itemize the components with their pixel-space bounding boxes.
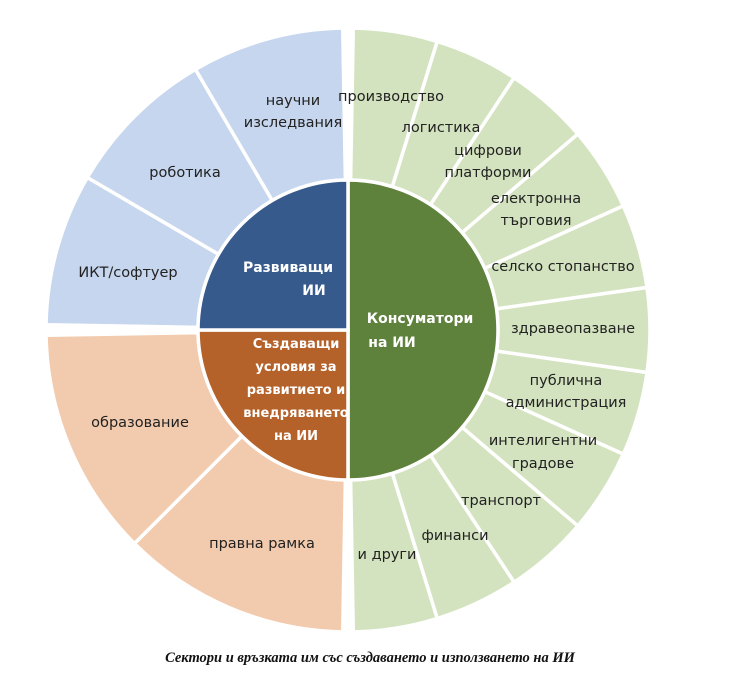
label-platforms-1: цифрови (454, 143, 522, 159)
label-developing-2: ИИ (302, 283, 325, 299)
label-enablers-1: Създаващи (253, 337, 340, 352)
label-smart-cities-1: интелигентни (489, 433, 597, 449)
label-enablers-4: внедряването (243, 406, 349, 421)
label-enablers-3: развитието и (247, 383, 346, 398)
label-legal: правна рамка (209, 536, 315, 552)
label-healthcare: здравеопазване (511, 321, 635, 337)
outer-ring (44, 26, 652, 634)
label-others: и други (358, 547, 417, 563)
label-developing-1: Развиващи (243, 260, 333, 276)
inner-ring (196, 178, 500, 482)
label-enablers-5: на ИИ (274, 429, 318, 444)
inner-labels: Развиващи ИИ Консуматори на ИИ Създаващи… (243, 260, 473, 444)
label-education: образование (91, 415, 189, 431)
label-logistics: логистика (402, 120, 481, 136)
label-platforms-2: платформи (445, 165, 532, 181)
label-production: производство (338, 89, 444, 105)
label-agriculture: селско стопанство (491, 259, 634, 275)
label-consumers-2: на ИИ (368, 335, 415, 351)
label-research-1: научни (266, 93, 320, 109)
label-smart-cities-2: градове (512, 456, 574, 472)
label-research-2: изследвания (244, 115, 342, 131)
label-finance: финанси (421, 528, 488, 544)
label-ecommerce-2: търговия (500, 213, 571, 229)
label-robotics: роботика (149, 165, 220, 181)
label-ict: ИКТ/софтуер (78, 265, 177, 281)
label-consumers-1: Консуматори (367, 311, 474, 327)
inner-segment-developing (196, 178, 350, 332)
inner-segment-consumers (346, 178, 500, 482)
label-enablers-2: условия за (255, 360, 336, 375)
figure-caption: Сектори и връзката им със създаването и … (165, 650, 575, 666)
label-ecommerce-1: електронна (491, 191, 581, 207)
label-public-admin-1: публична (530, 373, 603, 389)
label-transport: транспорт (461, 493, 542, 509)
label-public-admin-2: администрация (506, 395, 627, 411)
outer-labels: научни изследвания роботика ИКТ/софтуер … (78, 89, 635, 563)
inner-segment-enablers (196, 328, 350, 482)
